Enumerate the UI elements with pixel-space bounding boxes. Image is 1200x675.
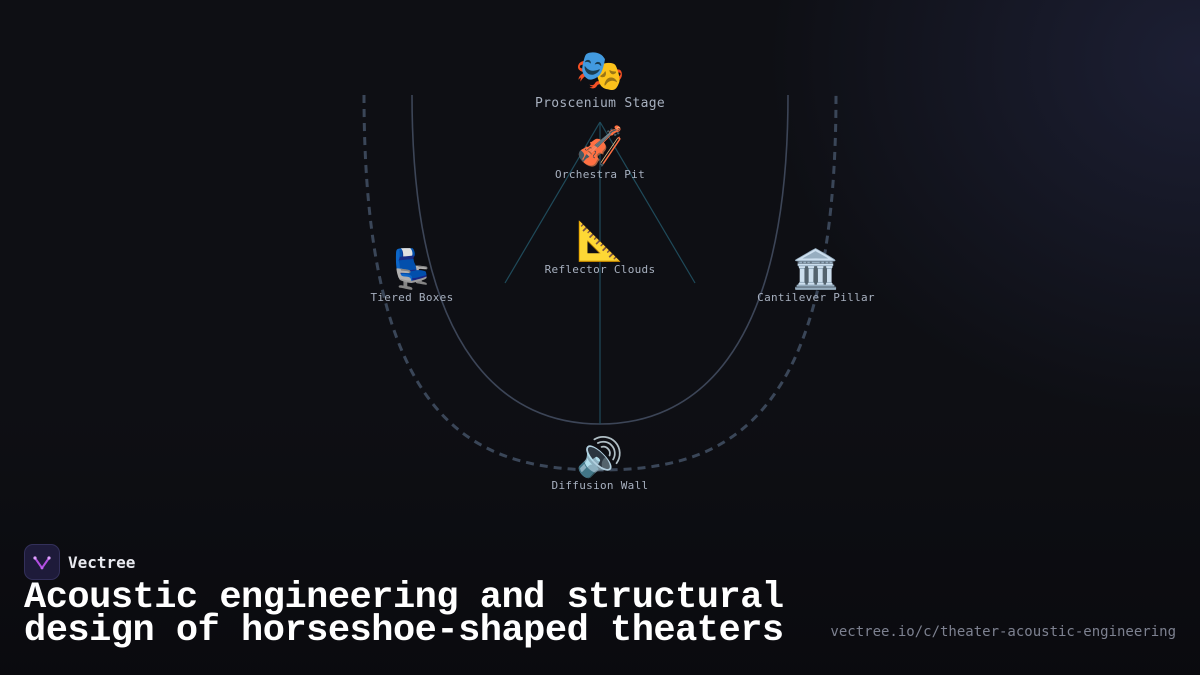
node-label: Tiered Boxes — [370, 291, 454, 304]
speaker-icon: 🔊 — [576, 435, 624, 479]
source-url[interactable]: vectree.io/c/theater-acoustic-engineerin… — [830, 624, 1176, 640]
vectree-logo-icon — [24, 544, 60, 580]
outer-horseshoe-dashed — [362, 94, 838, 472]
node-label: Orchestra Pit — [555, 168, 645, 181]
node-label: Proscenium Stage — [534, 96, 666, 111]
performing-arts-icon: 🎭 — [575, 48, 625, 94]
sight-line-left — [504, 121, 601, 284]
node-proscenium-stage: 🎭 Proscenium Stage — [535, 48, 665, 111]
brand[interactable]: Vectree — [24, 544, 135, 580]
node-reflector-clouds: 📐 Reflector Clouds — [545, 219, 656, 276]
node-label: Diffusion Wall — [551, 479, 649, 492]
brand-name: Vectree — [68, 552, 136, 572]
node-tiered-boxes: 💺 Tiered Boxes — [370, 247, 453, 304]
node-cantilever-pillar: 🏛️ Cantilever Pillar — [757, 247, 875, 304]
triangular-ruler-icon: 📐 — [576, 219, 624, 263]
seat-icon: 💺 — [388, 247, 436, 291]
node-label: Reflector Clouds — [544, 263, 656, 276]
violin-icon: 🎻 — [576, 124, 624, 168]
node-label: Cantilever Pillar — [757, 291, 875, 304]
node-orchestra-pit: 🎻 Orchestra Pit — [555, 124, 645, 181]
node-diffusion-wall: 🔊 Diffusion Wall — [552, 435, 649, 492]
classical-building-icon: 🏛️ — [792, 247, 840, 291]
page-title: Acoustic engineering and structural desi… — [24, 577, 784, 652]
sight-line-right — [599, 121, 696, 284]
